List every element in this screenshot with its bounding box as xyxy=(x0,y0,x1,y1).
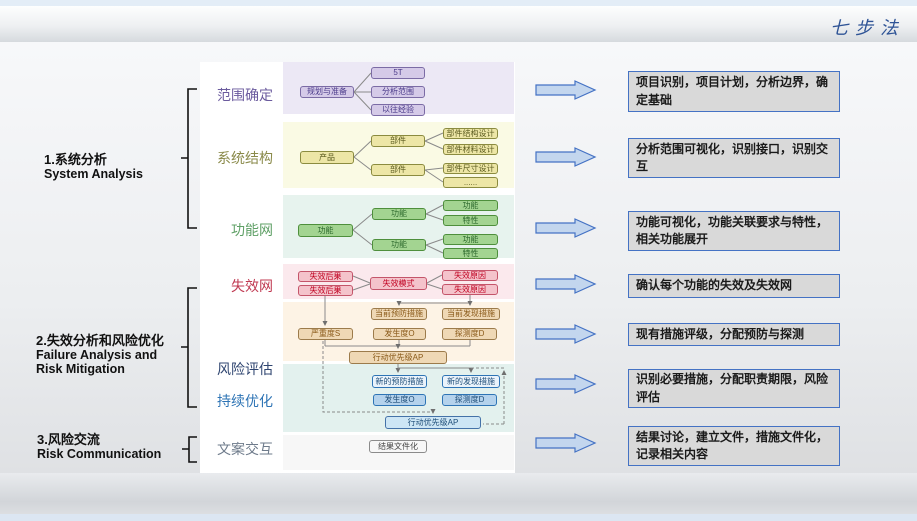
group-label-risk-communication: 3.风险交流 Risk Communication xyxy=(37,432,161,461)
bottom-strip xyxy=(0,514,917,521)
flow-node-action-priority-ap-new: 行动优先级AP xyxy=(385,416,481,429)
flow-node-current-prevention: 当前预防措施 xyxy=(371,308,427,320)
flow-arrow-4 xyxy=(535,274,597,294)
flow-node-analysis-scope: 分析范围 xyxy=(371,86,425,98)
outcome-box-6: 识别必要措施，分配职责期限，风险评估 xyxy=(628,369,840,408)
flow-node-part-2: 部件 xyxy=(371,164,425,176)
header-band: 七步法 xyxy=(0,6,917,42)
flow-node-size-design: 部件尺寸设计 xyxy=(443,163,498,174)
group-1-title: 1.系统分析 xyxy=(44,152,107,167)
flow-node-failure-mode: 失效模式 xyxy=(370,277,427,290)
outcome-box-2: 分析范围可视化，识别接口，识别交互 xyxy=(628,138,840,178)
group-label-system-analysis: 1.系统分析 System Analysis xyxy=(44,152,143,181)
flow-arrow-2 xyxy=(535,147,597,167)
flow-node-function-m2: 功能 xyxy=(372,239,426,251)
stage-label-scope: 范围确定 xyxy=(217,87,273,103)
group-1-subtitle: System Analysis xyxy=(44,167,143,181)
flow-node-product: 产品 xyxy=(300,151,354,164)
group-2-title: 2.失效分析和风险优化 xyxy=(36,333,164,348)
flow-node-detection-d: 探测度D xyxy=(442,328,497,340)
footer-band xyxy=(0,473,917,514)
flow-node-structure-design: 部件结构设计 xyxy=(443,128,498,139)
flow-node-action-priority-ap: 行动优先级AP xyxy=(349,351,447,364)
top-strip xyxy=(0,0,917,6)
outcome-box-3: 功能可视化，功能关联要求与特性，相关功能展开 xyxy=(628,211,840,251)
flow-node-function-r1: 功能 xyxy=(443,200,498,211)
group-3-title: 3.风险交流 xyxy=(37,432,100,447)
group-3-subtitle: Risk Communication xyxy=(37,447,162,461)
flow-node-part-1: 部件 xyxy=(371,135,425,147)
flow-node-characteristic-2: 特性 xyxy=(443,248,498,259)
stage-label-risk: 风险评估 xyxy=(217,361,273,377)
flow-node-result-documentation: 结果文件化 xyxy=(369,440,427,453)
outcome-box-4: 确认每个功能的失效及失效网 xyxy=(628,274,840,298)
flow-node-failure-effect-1: 失效后果 xyxy=(298,271,353,282)
flow-node-severity-s: 严重度S xyxy=(298,328,353,340)
flow-node-failure-cause-2: 失效原因 xyxy=(442,284,498,295)
flow-node-function-root: 功能 xyxy=(298,224,353,237)
flow-arrow-6 xyxy=(535,374,597,394)
slide-title: 七步法 xyxy=(830,18,905,39)
flow-node-planning: 规划与准备 xyxy=(300,86,354,98)
flow-node-5t: 5T xyxy=(371,67,425,79)
group-label-failure-analysis: 2.失效分析和风险优化 Failure Analysis and Risk Mi… xyxy=(36,333,181,376)
flow-node-failure-cause-1: 失效原因 xyxy=(442,270,498,281)
stage-label-failure: 失效网 xyxy=(231,278,273,294)
flow-node-current-detection: 当前发现措施 xyxy=(442,308,500,320)
stage-label-structure: 系统结构 xyxy=(217,150,273,166)
flow-node-material-design: 部件材料设计 xyxy=(443,144,498,155)
flow-node-function-m1: 功能 xyxy=(372,208,426,220)
brace-2 xyxy=(181,287,197,408)
flow-node-failure-effect-2: 失效后果 xyxy=(298,285,353,296)
flow-node-characteristic-1: 特性 xyxy=(443,215,498,226)
flow-node-new-detection: 新的发现措施 xyxy=(442,375,500,388)
flow-node-occurrence-o: 发生度O xyxy=(373,328,426,340)
flow-arrow-1 xyxy=(535,80,597,100)
flow-node-past-experience: 以往经验 xyxy=(371,104,425,116)
flow-arrow-3 xyxy=(535,218,597,238)
flow-node-occurrence-o-new: 发生度O xyxy=(373,394,426,406)
flow-arrow-7 xyxy=(535,433,597,453)
flow-node-new-prevention: 新的预防措施 xyxy=(372,375,427,388)
group-2-subtitle: Failure Analysis and Risk Mitigation xyxy=(36,348,158,376)
flow-node-detection-d-new: 探测度D xyxy=(442,394,497,406)
outcome-box-5: 现有措施评级，分配预防与探测 xyxy=(628,323,840,346)
diagram-area: 范围确定 系统结构 功能网 失效网 风险评估 持续优化 文案交互 1.系统分析 … xyxy=(0,42,917,514)
stage-label-function: 功能网 xyxy=(231,222,273,238)
flow-node-function-r2: 功能 xyxy=(443,234,498,245)
flow-arrow-5 xyxy=(535,324,597,344)
outcome-box-7: 结果讨论，建立文件，措施文件化，记录相关内容 xyxy=(628,426,840,466)
outcome-box-1: 项目识别，项目计划，分析边界，确定基础 xyxy=(628,71,840,112)
stage-label-optimization: 持续优化 xyxy=(217,393,273,409)
flow-arrows xyxy=(535,80,597,453)
stage-label-document: 文案交互 xyxy=(217,441,273,457)
flow-node-ellipsis: ...... xyxy=(443,177,498,188)
